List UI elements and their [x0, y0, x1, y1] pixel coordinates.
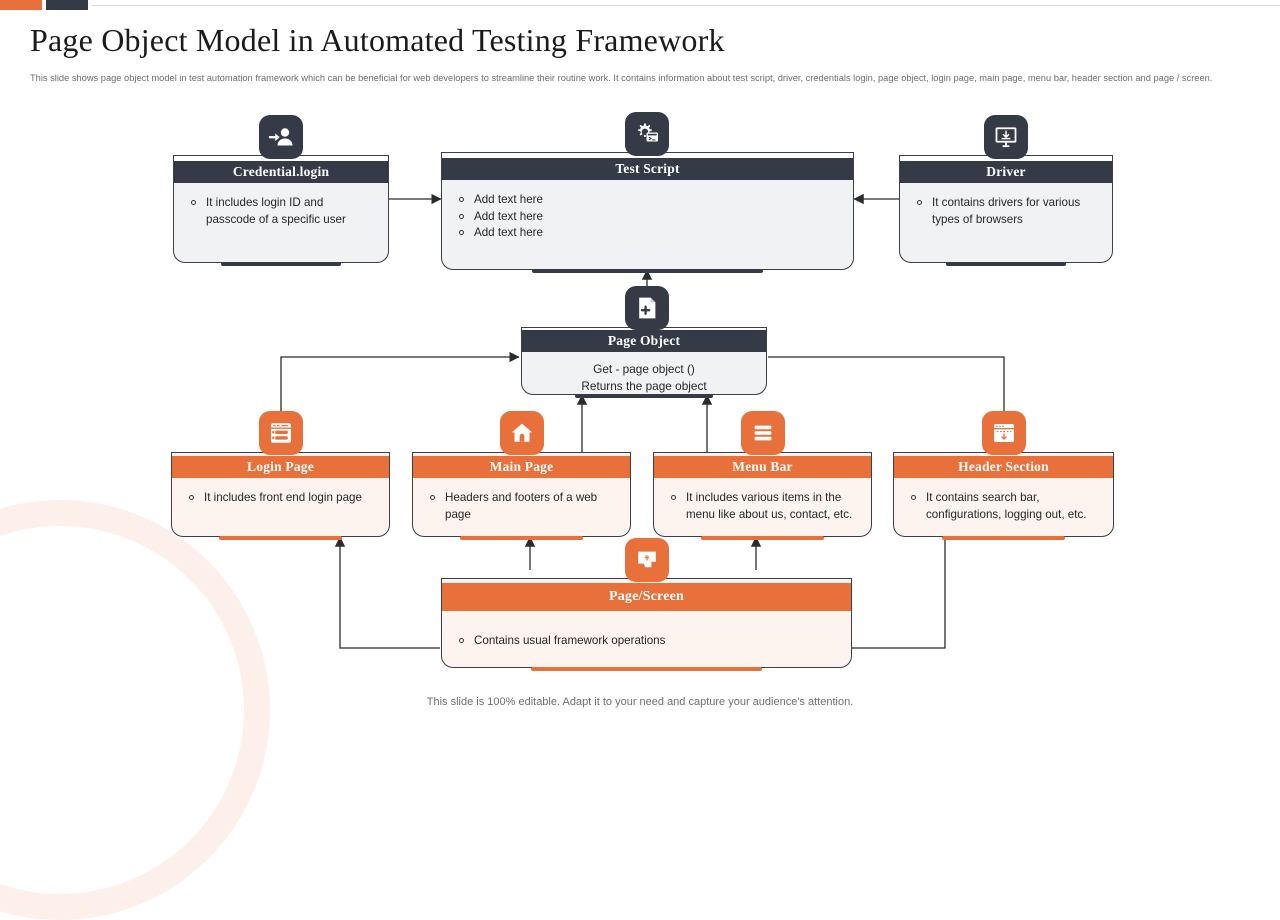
- node-content: Headers and footers of a web page: [413, 478, 630, 523]
- node-title: Page/Screen: [442, 583, 851, 611]
- node-title: Header Section: [894, 456, 1113, 478]
- node-title: Login Page: [172, 456, 389, 478]
- node-shadow-bar: [220, 262, 342, 266]
- node-body: Menu Bar It includes various items in th…: [653, 452, 872, 537]
- page-subtitle: This slide shows page object model in te…: [30, 73, 1213, 83]
- list-item: It includes front end login page: [186, 490, 375, 507]
- node-test-script[interactable]: Test Script Add text here Add text here …: [441, 152, 854, 273]
- list-item: It contains search bar, configurations, …: [908, 490, 1099, 523]
- hamburger-menu-icon: [741, 411, 785, 455]
- node-content: It contains search bar, configurations, …: [894, 478, 1113, 523]
- node-content: It includes front end login page: [172, 478, 389, 507]
- list-item: Contains usual framework operations: [456, 633, 837, 650]
- diagram-canvas: Credential.login It includes login ID an…: [171, 112, 1114, 671]
- node-title: Main Page: [413, 456, 630, 478]
- form-list-icon: [259, 411, 303, 455]
- node-content: Contains usual framework operations: [442, 611, 851, 650]
- node-shadow-bar: [531, 667, 762, 671]
- node-page-object[interactable]: Page Object Get - page object () Returns…: [521, 327, 767, 398]
- node-shadow-bar: [941, 536, 1066, 540]
- accent-bar-dark: [46, 0, 88, 10]
- node-shadow-bar: [460, 536, 583, 540]
- gear-terminal-icon: [625, 112, 669, 156]
- node-title: Page Object: [522, 330, 766, 352]
- list-item: Headers and footers of a web page: [427, 490, 616, 523]
- page-title: Page Object Model in Automated Testing F…: [30, 22, 725, 58]
- list-item: Add text here: [456, 209, 839, 226]
- node-shadow-bar: [575, 394, 713, 398]
- node-body: Main Page Headers and footers of a web p…: [412, 452, 631, 537]
- list-item: Add text here: [456, 225, 839, 242]
- node-page-screen[interactable]: Page/Screen Contains usual framework ope…: [441, 578, 852, 671]
- node-body: Driver It contains drivers for various t…: [899, 155, 1113, 263]
- node-title: Test Script: [442, 158, 853, 180]
- node-title: Driver: [900, 161, 1112, 183]
- node-content: Add text here Add text here Add text her…: [442, 180, 853, 242]
- node-body: Credential.login It includes login ID an…: [173, 155, 389, 263]
- list-item: It contains drivers for various types of…: [914, 195, 1098, 228]
- node-shadow-bar: [946, 262, 1066, 266]
- home-icon: [500, 411, 544, 455]
- list-item: It includes login ID and passcode of a s…: [188, 195, 374, 228]
- file-plus-icon: [625, 286, 669, 330]
- node-shadow-bar: [701, 536, 824, 540]
- header-divider-line: [92, 5, 1280, 6]
- node-body: Login Page It includes front end login p…: [171, 452, 390, 537]
- node-body: Page Object Get - page object () Returns…: [521, 327, 767, 395]
- accent-bar-orange: [0, 0, 42, 10]
- screen-touch-icon: [625, 538, 669, 582]
- monitor-download-icon: [984, 115, 1028, 159]
- node-content: It includes various items in the menu li…: [654, 478, 871, 523]
- node-title: Credential.login: [174, 161, 388, 183]
- node-header-section[interactable]: Header Section It contains search bar, c…: [893, 452, 1114, 540]
- list-item: Add text here: [456, 192, 839, 209]
- node-credential-login[interactable]: Credential.login It includes login ID an…: [173, 155, 389, 266]
- node-shadow-bar: [219, 536, 342, 540]
- list-item: It includes various items in the menu li…: [668, 490, 857, 523]
- page-object-line-2: Returns the page object: [581, 378, 707, 393]
- page-object-line-1: Get - page object (): [593, 362, 695, 376]
- node-body: Header Section It contains search bar, c…: [893, 452, 1114, 537]
- node-content: Get - page object () Returns the page ob…: [522, 352, 766, 394]
- node-body: Page/Screen Contains usual framework ope…: [441, 578, 852, 668]
- node-title: Menu Bar: [654, 456, 871, 478]
- user-login-icon: [259, 115, 303, 159]
- node-body: Test Script Add text here Add text here …: [441, 152, 854, 270]
- node-main-page[interactable]: Main Page Headers and footers of a web p…: [412, 452, 631, 540]
- node-shadow-bar: [531, 269, 764, 273]
- connector-lines: [280, 193, 1005, 649]
- node-driver[interactable]: Driver It contains drivers for various t…: [899, 155, 1113, 266]
- node-content: It includes login ID and passcode of a s…: [174, 183, 388, 228]
- node-content: It contains drivers for various types of…: [900, 183, 1112, 228]
- footer-note: This slide is 100% editable. Adapt it to…: [426, 696, 854, 708]
- browser-header-icon: [982, 411, 1026, 455]
- node-menu-bar[interactable]: Menu Bar It includes various items in th…: [653, 452, 872, 540]
- node-login-page[interactable]: Login Page It includes front end login p…: [171, 452, 390, 540]
